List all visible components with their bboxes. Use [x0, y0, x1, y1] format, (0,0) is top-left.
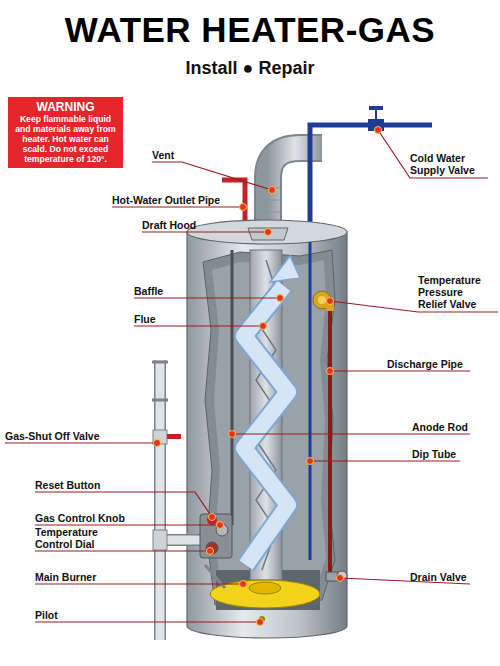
tp-valve-center	[318, 296, 326, 304]
part-label: Cold Water Supply Valve	[410, 152, 490, 176]
part-label: Pilot	[35, 609, 58, 621]
burner-cap	[249, 582, 281, 594]
vent-rib	[256, 212, 280, 213]
leader-line	[142, 231, 268, 232]
leader-dot	[207, 548, 214, 555]
leader-line	[35, 583, 243, 584]
cold-valve-stem	[375, 110, 377, 119]
gas-valve-handle	[167, 434, 181, 439]
cold-valve-handle	[369, 106, 383, 110]
warning-box: WARNINGKeep flammable liquid and materia…	[8, 97, 123, 168]
leader-dot	[307, 458, 314, 465]
leader-dot	[327, 368, 334, 375]
leader-line	[35, 550, 210, 551]
leader-dot	[277, 295, 284, 302]
gas-pipe-fitting	[152, 399, 168, 402]
part-label: Vent	[152, 149, 174, 161]
part-label: Drain Valve	[410, 571, 467, 583]
leader-line	[134, 325, 263, 326]
leader-dot	[154, 440, 161, 447]
gas-pipe-fitting	[152, 361, 168, 364]
leader-line	[152, 162, 272, 190]
part-label: Temperature Control Dial	[35, 526, 109, 550]
dip-tube	[309, 242, 312, 560]
gas-flow-head	[270, 256, 300, 282]
leader-dot	[265, 229, 272, 236]
gas-flow	[244, 286, 288, 565]
gas-flow-outline	[244, 286, 288, 565]
leader-dot	[257, 619, 264, 626]
leader-dot	[269, 187, 276, 194]
discharge-pipe	[328, 308, 332, 572]
gas-tee	[153, 530, 167, 550]
part-label: Gas Control Knob	[35, 512, 125, 524]
part-label: Reset Button	[35, 479, 100, 491]
part-label: Baffle	[134, 285, 163, 297]
drain-valve-body	[326, 572, 338, 581]
warning-heading: WARNING	[12, 100, 119, 114]
leader-line	[35, 524, 220, 525]
part-label: Flue	[134, 313, 156, 325]
part-label: Gas-Shut Off Valve	[5, 430, 100, 442]
leader-line	[134, 297, 280, 298]
part-label: Temperature Pressure Relief Valve	[418, 274, 492, 310]
leader-dot	[229, 431, 236, 438]
part-label: Dip Tube	[412, 448, 456, 460]
leader-dot	[240, 204, 247, 211]
leader-line	[232, 433, 470, 434]
drain-valve-knob	[337, 571, 347, 581]
part-label: Draft Hood	[142, 219, 196, 231]
leader-line	[5, 442, 157, 443]
leader-line	[330, 370, 470, 371]
anode-rod	[231, 250, 234, 525]
diagram-title: WATER HEATER-GAS	[0, 10, 500, 50]
leader-line	[112, 206, 243, 207]
leader-dot	[375, 127, 382, 134]
warning-text: Keep flammable liquid and materials away…	[12, 114, 119, 164]
part-label: Discharge Pipe	[387, 358, 463, 370]
leader-line	[310, 460, 460, 461]
leader-dot	[260, 323, 267, 330]
leader-dot	[240, 581, 247, 588]
subtitle: Install ● Repair	[0, 58, 500, 79]
leader-line	[35, 621, 260, 622]
tank-shell	[187, 232, 347, 638]
leader-dot	[327, 298, 334, 305]
gas-pipe-edge	[154, 360, 166, 640]
part-label: Anode Rod	[412, 421, 468, 433]
part-label: Hot-Water Outlet Pipe	[112, 194, 220, 206]
part-label: Main Burner	[35, 571, 96, 583]
leader-dot	[209, 514, 216, 521]
vent-rib	[256, 200, 280, 201]
draft-hood	[248, 228, 288, 240]
leader-dot	[337, 575, 344, 582]
leader-dot	[217, 522, 224, 529]
temperature-dial	[206, 542, 218, 554]
gas-pipe	[156, 360, 165, 640]
